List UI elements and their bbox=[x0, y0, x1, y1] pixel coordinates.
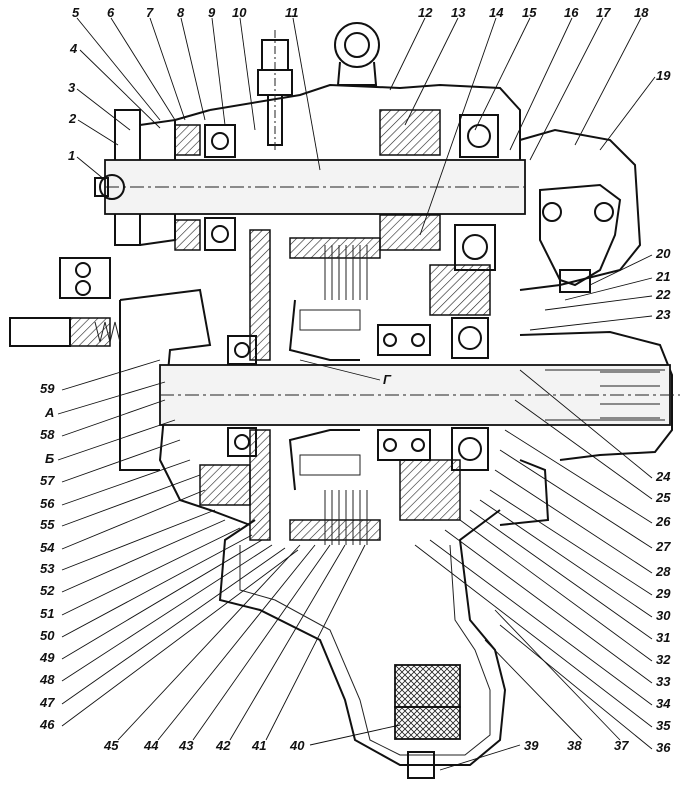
callout-16: 16 bbox=[564, 5, 579, 20]
callout-1: 1 bbox=[68, 148, 75, 163]
callout-10: 10 bbox=[232, 5, 247, 20]
callout-24: 24 bbox=[655, 469, 671, 484]
section-label-g: Г bbox=[383, 372, 392, 387]
callout-27: 27 bbox=[655, 539, 671, 554]
callout-55: 55 bbox=[40, 517, 55, 532]
callout-48: 48 bbox=[39, 672, 55, 687]
callout-15: 15 bbox=[522, 5, 537, 20]
callout-50: 50 bbox=[40, 628, 55, 643]
callout-22: 22 bbox=[655, 287, 671, 302]
callout-26: 26 bbox=[655, 514, 671, 529]
callout-21: 21 bbox=[655, 269, 670, 284]
callout-4: 4 bbox=[69, 41, 78, 56]
top-fitting bbox=[257, 30, 293, 150]
callout-54: 54 bbox=[40, 540, 55, 555]
callout-7: 7 bbox=[146, 5, 154, 20]
callout-42: 42 bbox=[215, 738, 231, 753]
callout-37: 37 bbox=[614, 738, 629, 753]
callout-5: 5 bbox=[72, 5, 80, 20]
output-shaft bbox=[159, 364, 680, 426]
callout-2: 2 bbox=[68, 111, 77, 126]
callout-49: 49 bbox=[39, 650, 55, 665]
callout-36: 36 bbox=[656, 740, 671, 755]
callout-12: 12 bbox=[418, 5, 433, 20]
callout-44: 44 bbox=[143, 738, 159, 753]
callout-9: 9 bbox=[208, 5, 216, 20]
callout-52: 52 bbox=[40, 583, 55, 598]
callout-14: 14 bbox=[489, 5, 504, 20]
gears bbox=[174, 109, 491, 521]
callout-13: 13 bbox=[451, 5, 466, 20]
callout-8: 8 bbox=[177, 5, 185, 20]
callouts-right: 19 20 21 22 23 24 25 26 27 28 29 30 31 3… bbox=[414, 68, 671, 755]
callout-34: 34 bbox=[656, 696, 671, 711]
callout-41: 41 bbox=[251, 738, 266, 753]
callout-32: 32 bbox=[656, 652, 671, 667]
callout-51: 51 bbox=[40, 606, 54, 621]
callout-23: 23 bbox=[655, 307, 671, 322]
callout-B: Б bbox=[45, 451, 54, 466]
callout-56: 56 bbox=[40, 496, 55, 511]
callout-39: 39 bbox=[524, 738, 539, 753]
bearings bbox=[204, 114, 499, 471]
callout-43: 43 bbox=[178, 738, 194, 753]
callout-31: 31 bbox=[656, 630, 670, 645]
callout-46: 46 bbox=[39, 717, 55, 732]
callouts-bottom: 45 44 43 42 41 40 39 38 37 bbox=[103, 544, 629, 771]
callouts-top: 5 6 7 8 9 10 11 12 13 14 15 16 17 18 bbox=[72, 5, 649, 236]
callout-A: А bbox=[44, 405, 54, 420]
callout-40: 40 bbox=[289, 738, 305, 753]
callout-25: 25 bbox=[655, 490, 671, 505]
left-valve bbox=[9, 257, 121, 347]
section-marker: Г bbox=[299, 359, 392, 387]
clutch-pack bbox=[249, 229, 381, 545]
callout-38: 38 bbox=[567, 738, 582, 753]
input-shaft bbox=[94, 159, 526, 215]
callout-29: 29 bbox=[655, 586, 671, 601]
oil-filter bbox=[394, 664, 461, 779]
callout-59: 59 bbox=[40, 381, 55, 396]
callout-30: 30 bbox=[656, 608, 671, 623]
callout-3: 3 bbox=[68, 80, 76, 95]
callout-53: 53 bbox=[40, 561, 55, 576]
callout-57: 57 bbox=[40, 473, 55, 488]
callout-20: 20 bbox=[655, 246, 671, 261]
callout-18: 18 bbox=[634, 5, 649, 20]
pump-assembly bbox=[539, 183, 622, 293]
callout-47: 47 bbox=[39, 695, 55, 710]
callout-35: 35 bbox=[656, 718, 671, 733]
callout-19: 19 bbox=[656, 68, 671, 83]
callouts-left: 4 3 2 1 59 А 58 Б 57 56 55 54 53 52 51 5… bbox=[39, 41, 299, 732]
callout-17: 17 bbox=[596, 5, 611, 20]
callout-6: 6 bbox=[107, 5, 115, 20]
callout-11: 11 bbox=[285, 5, 299, 20]
callout-58: 58 bbox=[40, 427, 55, 442]
callout-28: 28 bbox=[655, 564, 671, 579]
callout-33: 33 bbox=[656, 674, 671, 689]
callout-45: 45 bbox=[103, 738, 119, 753]
